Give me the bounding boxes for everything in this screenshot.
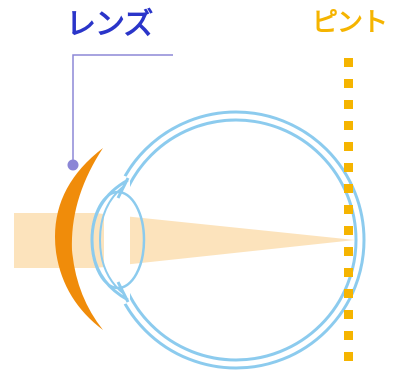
focus-label: ピント <box>312 10 387 36</box>
lens-leader-dot <box>68 160 79 171</box>
lens-label: レンズ <box>66 10 152 40</box>
focus-line <box>344 58 353 361</box>
